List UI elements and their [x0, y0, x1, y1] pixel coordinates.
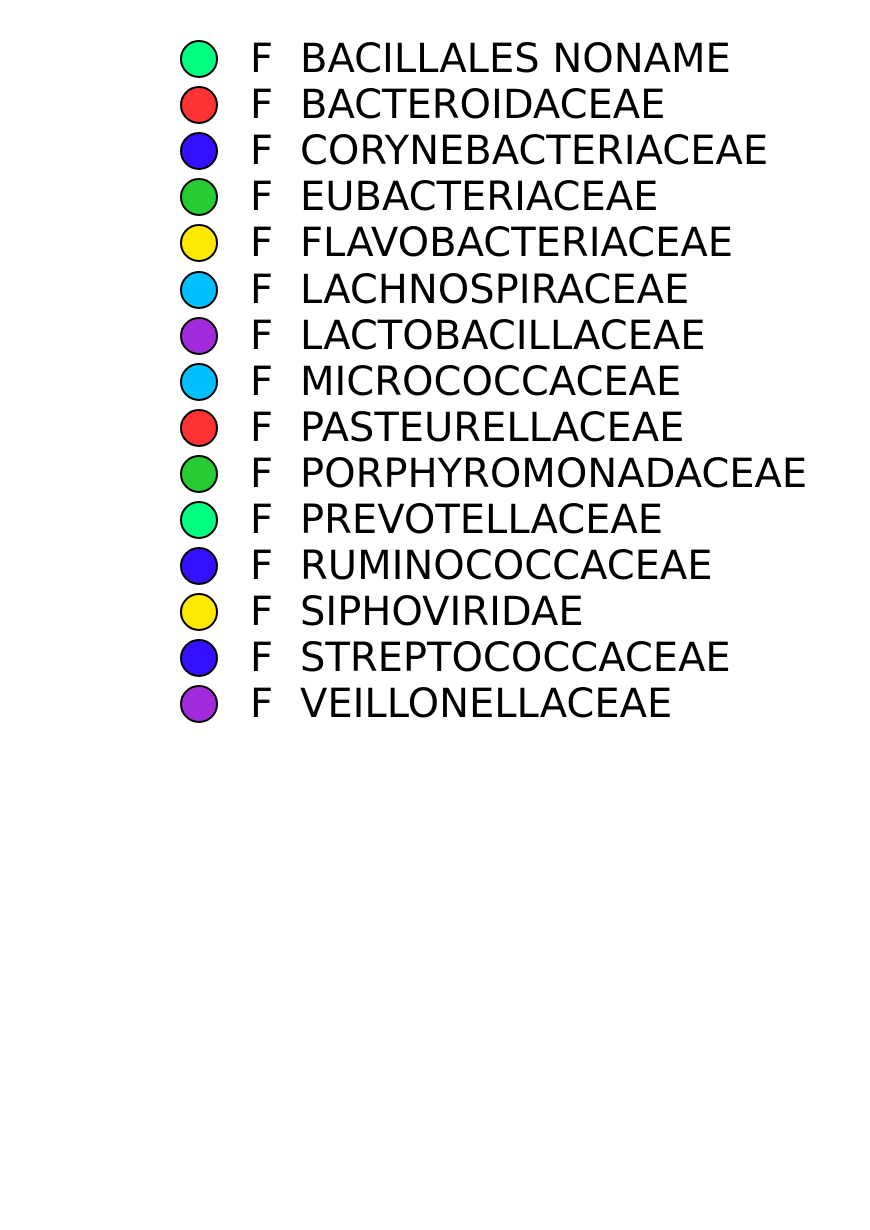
legend-entry: F PORPHYROMONADACEAE: [180, 451, 807, 497]
legend-rank-label: F: [250, 128, 274, 175]
legend-entry: F PASTEURELLACEAE: [180, 405, 807, 451]
legend-marker-circle: [180, 86, 218, 125]
legend-rank-label: F: [250, 36, 274, 83]
legend-taxon-label: MICROCOCCACEAE: [300, 358, 682, 405]
legend-taxon-label: RUMINOCOCCACEAE: [300, 543, 713, 590]
legend-entry: F PREVOTELLACEAE: [180, 497, 807, 543]
legend-entry: F BACILLALES NONAME: [180, 36, 807, 82]
legend-rank-label: F: [250, 174, 274, 221]
legend-marker-circle: [180, 132, 218, 171]
legend-taxon-label: PORPHYROMONADACEAE: [300, 450, 808, 497]
legend-entry: F BACTEROIDACEAE: [180, 82, 807, 128]
legend-taxon-label: STREPTOCOCCACEAE: [300, 635, 731, 682]
legend: F BACILLALES NONAME F BACTEROIDACEAE F CORYNE…: [180, 36, 807, 727]
legend-marker-circle: [180, 500, 218, 539]
legend-taxon-label: BACTEROIDACEAE: [300, 82, 666, 129]
legend-entry: F LACHNOSPIRACEAE: [180, 266, 807, 313]
legend-rank-label: F: [250, 450, 274, 497]
legend-marker-circle: [180, 593, 218, 632]
legend-taxon-label: PASTEURELLACEAE: [300, 404, 685, 451]
legend-rank-label: F: [250, 358, 274, 405]
legend-rank-label: F: [250, 220, 274, 267]
legend-taxon-label: FLAVOBACTERIACEAE: [300, 220, 733, 267]
legend-marker-circle: [180, 547, 218, 586]
legend-entry: F CORYNEBACTERIACEAE: [180, 128, 807, 174]
legend-marker-circle: [180, 224, 218, 263]
legend-taxon-label: VEILLONELLACEAE: [300, 681, 673, 728]
legend-marker-circle: [180, 408, 218, 447]
legend-marker-circle: [180, 316, 218, 355]
legend-entry: F FLAVOBACTERIACEAE: [180, 220, 807, 266]
legend-marker-circle: [180, 454, 218, 493]
legend-taxon-label: PREVOTELLACEAE: [300, 496, 664, 543]
legend-entry: F LACTOBACILLACEAE: [180, 313, 807, 359]
legend-rank-label: F: [250, 266, 274, 313]
legend-marker-circle: [180, 362, 218, 401]
legend-rank-label: F: [250, 496, 274, 543]
legend-entry: F RUMINOCOCCACEAE: [180, 543, 807, 589]
legend-marker-circle: [180, 178, 218, 217]
legend-rank-label: F: [250, 312, 274, 359]
legend-rank-label: F: [250, 82, 274, 129]
legend-marker-circle: [180, 685, 218, 724]
legend-taxon-label: EUBACTERIACEAE: [300, 174, 659, 221]
legend-taxon-label: LACTOBACILLACEAE: [300, 312, 706, 359]
legend-rank-label: F: [250, 681, 274, 728]
legend-taxon-label: BACILLALES NONAME: [300, 36, 731, 83]
legend-marker-circle: [180, 270, 218, 309]
legend-entry: F SIPHOVIRIDAE: [180, 589, 807, 635]
legend-rank-label: F: [250, 635, 274, 682]
legend-entry: F STREPTOCOCCACEAE: [180, 635, 807, 681]
legend-rank-label: F: [250, 589, 274, 636]
legend-entry: F MICROCOCCACEAE: [180, 359, 807, 405]
legend-taxon-label: SIPHOVIRIDAE: [300, 589, 584, 636]
legend-taxon-label: CORYNEBACTERIACEAE: [300, 128, 769, 175]
legend-taxon-label: LACHNOSPIRACEAE: [300, 266, 690, 313]
legend-rank-label: F: [250, 543, 274, 590]
legend-entry: F VEILLONELLACEAE: [180, 681, 807, 727]
legend-entry: F EUBACTERIACEAE: [180, 174, 807, 220]
legend-marker-circle: [180, 639, 218, 678]
legend-marker-circle: [180, 40, 218, 79]
legend-rank-label: F: [250, 404, 274, 451]
